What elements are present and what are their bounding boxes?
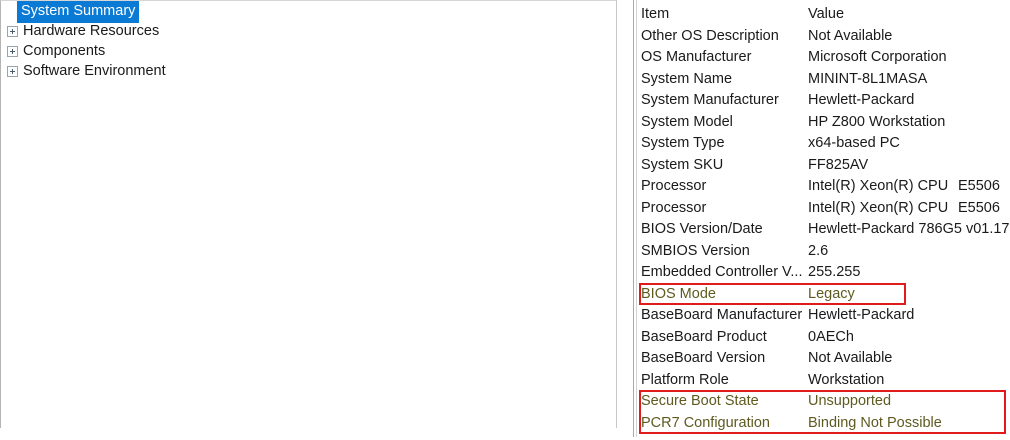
detail-item-name: Secure Boot State [641,393,759,409]
detail-item-name: System SKU [641,156,724,173]
detail-item-value: Binding Not Possible [808,414,942,431]
details-row[interactable]: Secure Boot State Unsupported [634,391,1010,413]
detail-item-value: 2.6 [808,242,829,259]
details-row[interactable]: BIOS Version/Date Hewlett-Packard 786G5 v… [634,219,1010,241]
detail-item-value: x64-based PC [808,135,900,151]
detail-item-value: 0AECh [808,328,854,345]
tree-item-label: Components [23,43,106,59]
detail-item-name: BIOS Version/Date [641,221,763,237]
expand-plus-icon[interactable] [7,25,18,37]
expand-plus-icon[interactable] [7,65,18,77]
detail-item-name: System Manufacturer [641,92,779,108]
detail-item-value-tail: E5506 [958,199,1000,216]
details-row[interactable]: Processor Intel(R) Xeon(R) CPU E5506 [634,176,1010,198]
details-row[interactable]: System Type x64-based PC [634,133,1010,155]
detail-item-value: Intel(R) Xeon(R) CPU [808,178,949,194]
tree-item-hardware-resources[interactable]: Hardware Resources [1,21,616,41]
details-row[interactable]: System Model HP Z800 Workstation [634,112,1010,134]
detail-item-value-tail: E5506 [958,178,1000,194]
tree-item-label: Hardware Resources [23,23,160,39]
detail-item-name: OS Manufacturer [641,49,752,65]
expand-plus-icon[interactable] [7,45,18,57]
detail-item-value: Unsupported [808,393,892,409]
detail-item-name: Processor [641,178,707,194]
tree-item-label: System Summary [17,1,140,23]
detail-item-value: Legacy [808,285,855,302]
detail-item-name: BaseBoard Product [641,328,767,345]
panel-splitter[interactable] [618,0,633,440]
details-row[interactable]: PCR7 Configuration Binding Not Possible [634,413,1010,435]
details-row[interactable]: BIOS Mode Legacy [634,284,1010,306]
detail-item-name: BaseBoard Version [641,350,766,366]
detail-item-value: Hewlett-Packard 786G5 v01.17, 8/ [808,221,1010,237]
detail-item-value: Not Available [808,350,893,366]
details-row[interactable]: Other OS Description Not Available [634,26,1010,48]
detail-item-name: System Model [641,113,733,130]
detail-item-value: FF825AV [808,156,869,173]
detail-item-name: Embedded Controller V... [641,264,803,280]
details-row[interactable]: Processor Intel(R) Xeon(R) CPU E5506 [634,198,1010,220]
detail-item-name: BaseBoard Manufacturer [641,307,803,323]
detail-item-name: BIOS Mode [641,285,716,302]
detail-item-value: MININT-8L1MASA [808,70,928,87]
tree-item-label: Software Environment [23,63,166,79]
detail-item-value: Hewlett-Packard [808,307,915,323]
detail-item-value: Microsoft Corporation [808,49,947,65]
detail-item-name: System Name [641,70,733,87]
detail-item-name: Platform Role [641,371,729,388]
details-row[interactable]: BaseBoard Product 0AECh [634,327,1010,349]
detail-item-name: System Type [641,135,725,151]
detail-item-value: Intel(R) Xeon(R) CPU [808,199,949,216]
details-row[interactable]: BaseBoard Version Not Available [634,348,1010,370]
detail-item-name: PCR7 Configuration [641,414,770,431]
details-row[interactable]: OS Manufacturer Microsoft Corporation [634,47,1010,69]
details-header-row[interactable]: Item Value [634,4,1010,26]
tree-item-components[interactable]: Components [1,41,616,61]
tree-item-software-environment[interactable]: Software Environment [1,61,616,81]
detail-item-value: Hewlett-Packard [808,92,915,108]
detail-item-name: SMBIOS Version [641,242,750,259]
details-row[interactable]: System SKU FF825AV [634,155,1010,177]
column-header-value: Value [808,6,845,22]
column-header-item: Item [641,6,670,22]
detail-item-name: Processor [641,199,707,216]
details-row[interactable]: Embedded Controller V... 255.255 [634,262,1010,284]
details-row[interactable]: System Name MININT-8L1MASA [634,69,1010,91]
detail-item-name: Other OS Description [641,27,779,44]
panel-bottom-strip [0,428,618,440]
details-row[interactable]: System Manufacturer Hewlett-Packard [634,90,1010,112]
details-row[interactable]: Platform Role Workstation [634,370,1010,392]
tree-item-system-summary[interactable]: System Summary [1,1,616,23]
detail-item-value: HP Z800 Workstation [808,113,946,130]
detail-item-value: Workstation [808,371,885,388]
detail-item-value: 255.255 [808,264,861,280]
details-row[interactable]: BaseBoard Manufacturer Hewlett-Packard [634,305,1010,327]
details-row[interactable]: SMBIOS Version 2.6 [634,241,1010,263]
detail-item-value: Not Available [808,27,893,44]
